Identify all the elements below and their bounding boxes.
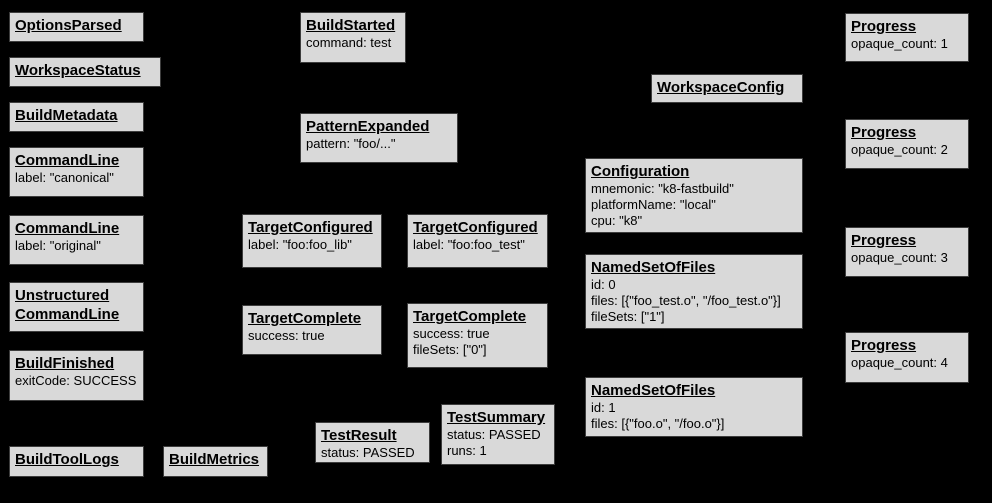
event-box-target-configured-lib: TargetConfigured label: "foo:foo_lib" [242, 214, 382, 268]
event-detail: status: PASSED [321, 445, 415, 460]
event-box-command-line-original: CommandLine label: "original" [9, 215, 144, 265]
event-title: Progress [851, 232, 917, 249]
event-detail: fileSets: ["1"] [591, 309, 665, 324]
event-title: TargetComplete [248, 310, 362, 327]
event-box-named-set-of-files-0: NamedSetOfFiles id: 0 files: [{"foo_test… [585, 254, 803, 329]
event-detail: files: [{"foo_test.o", "/foo_test.o"}] [591, 293, 781, 308]
event-title: CommandLine [15, 152, 120, 169]
event-title: NamedSetOfFiles [591, 259, 716, 276]
event-box-progress-3: Progress opaque_count: 3 [845, 227, 969, 277]
event-detail: id: 1 [591, 400, 616, 415]
event-title: NamedSetOfFiles [591, 382, 716, 399]
event-title: BuildFinished [15, 355, 115, 372]
event-detail: status: PASSED [447, 427, 541, 442]
event-detail: command: test [306, 35, 392, 50]
event-box-options-parsed: OptionsParsed [9, 12, 144, 42]
event-box-test-summary: TestSummary status: PASSED runs: 1 [441, 404, 555, 465]
event-title: CommandLine [15, 220, 120, 237]
event-title: TargetConfigured [248, 219, 373, 236]
event-box-named-set-of-files-1: NamedSetOfFiles id: 1 files: [{"foo.o", … [585, 377, 803, 437]
event-box-build-finished: BuildFinished exitCode: SUCCESS [9, 350, 144, 401]
event-title: TargetComplete [413, 308, 527, 325]
event-title: BuildMetadata [15, 107, 118, 124]
event-box-workspace-config: WorkspaceConfig [651, 74, 803, 103]
event-detail: label: "original" [15, 238, 101, 253]
event-box-build-tool-logs: BuildToolLogs [9, 446, 144, 477]
event-title: WorkspaceStatus [15, 62, 141, 79]
event-box-workspace-status: WorkspaceStatus [9, 57, 161, 87]
event-box-progress-1: Progress opaque_count: 1 [845, 13, 969, 62]
event-title: TargetConfigured [413, 219, 538, 236]
event-detail: label: "foo:foo_test" [413, 237, 525, 252]
event-box-target-configured-test: TargetConfigured label: "foo:foo_test" [407, 214, 548, 268]
event-detail: opaque_count: 2 [851, 142, 948, 157]
event-detail: id: 0 [591, 277, 616, 292]
event-detail: platformName: "local" [591, 197, 716, 212]
event-detail: label: "foo:foo_lib" [248, 237, 352, 252]
event-detail: mnemonic: "k8-fastbuild" [591, 181, 734, 196]
event-box-progress-4: Progress opaque_count: 4 [845, 332, 969, 383]
event-detail: opaque_count: 4 [851, 355, 948, 370]
event-detail: label: "canonical" [15, 170, 114, 185]
event-box-command-line-canonical: CommandLine label: "canonical" [9, 147, 144, 197]
event-box-build-metrics: BuildMetrics [163, 446, 268, 477]
event-detail: files: [{"foo.o", "/foo.o"}] [591, 416, 725, 431]
event-title: TestSummary [447, 409, 546, 426]
event-box-pattern-expanded: PatternExpanded pattern: "foo/..." [300, 113, 458, 163]
event-detail: fileSets: ["0"] [413, 342, 487, 357]
event-title: Progress [851, 18, 917, 35]
event-title: Progress [851, 124, 917, 141]
event-box-target-complete-lib: TargetComplete success: true [242, 305, 382, 355]
event-box-progress-2: Progress opaque_count: 2 [845, 119, 969, 169]
event-box-unstructured-command-line: Unstructured CommandLine [9, 282, 144, 332]
event-title: Progress [851, 337, 917, 354]
event-title: BuildStarted [306, 17, 396, 34]
event-detail: exitCode: SUCCESS [15, 373, 137, 388]
event-title: Unstructured CommandLine [15, 287, 120, 323]
event-detail: success: true [413, 326, 490, 341]
event-box-target-complete-test: TargetComplete success: true fileSets: [… [407, 303, 548, 368]
event-title: WorkspaceConfig [657, 79, 785, 96]
event-title: BuildMetrics [169, 451, 260, 468]
event-detail: opaque_count: 1 [851, 36, 948, 51]
event-box-build-metadata: BuildMetadata [9, 102, 144, 132]
event-title: PatternExpanded [306, 118, 430, 135]
event-title: BuildToolLogs [15, 451, 119, 468]
event-detail: runs: 1 [447, 443, 487, 458]
event-title: OptionsParsed [15, 17, 122, 34]
event-detail: success: true [248, 328, 325, 343]
event-title: Configuration [591, 163, 690, 180]
event-detail: opaque_count: 3 [851, 250, 948, 265]
event-box-configuration: Configuration mnemonic: "k8-fastbuild" p… [585, 158, 803, 233]
event-detail: cpu: "k8" [591, 213, 643, 228]
event-title: TestResult [321, 427, 397, 444]
event-box-build-started: BuildStarted command: test [300, 12, 406, 63]
event-detail: pattern: "foo/..." [306, 136, 396, 151]
event-box-test-result: TestResult status: PASSED [315, 422, 430, 463]
